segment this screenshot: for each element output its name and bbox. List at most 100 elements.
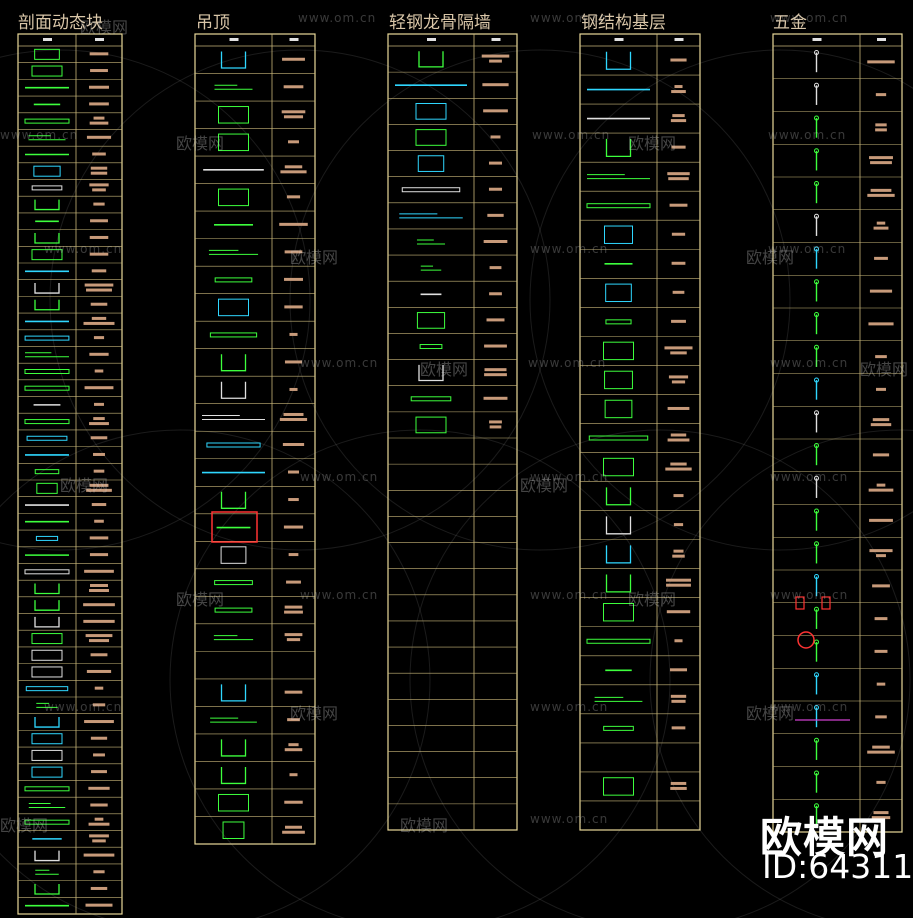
section-symbol (24, 118, 70, 124)
watermark-url: www.om.cn (770, 588, 849, 602)
description-mark (874, 256, 888, 260)
watermark-logo: 欧模网 (60, 476, 109, 495)
description-mark (666, 583, 691, 587)
description-mark (670, 781, 687, 785)
section-symbol (401, 187, 461, 193)
section-symbol (415, 129, 447, 146)
description-mark (873, 811, 889, 815)
fastener-head (814, 312, 819, 318)
description-mark (869, 518, 893, 522)
red-detail-symbol (797, 631, 815, 649)
watermark-arc (649, 429, 913, 918)
section-symbol (24, 335, 70, 341)
header-mark (229, 38, 239, 41)
description-mark (84, 569, 114, 573)
fastener-head (814, 50, 819, 56)
description-mark (89, 85, 109, 89)
watermark-logo: 欧模网 (80, 18, 129, 37)
description-mark (92, 188, 106, 192)
column-title-col4: 钢结构基层 (581, 13, 666, 33)
description-mark (487, 213, 504, 217)
description-mark (289, 773, 298, 777)
section-symbol (420, 265, 442, 271)
section-symbol (214, 580, 253, 586)
section-symbol (206, 442, 261, 448)
section-symbol (34, 616, 60, 628)
description-mark (89, 553, 109, 557)
watermark-logo: 欧模网 (420, 360, 469, 379)
description-mark (481, 54, 510, 58)
section-symbol (605, 138, 632, 157)
description-mark (286, 638, 301, 642)
description-mark (91, 316, 107, 320)
description-mark (89, 252, 109, 256)
watermark-logo: 欧模网 (176, 590, 225, 609)
description-mark (88, 822, 110, 826)
section-symbol (220, 739, 247, 757)
section-symbol (210, 717, 257, 723)
section-symbol (594, 696, 643, 702)
description-mark (669, 668, 688, 672)
description-mark (89, 422, 109, 426)
description-mark (489, 266, 502, 270)
section-symbol (34, 883, 60, 895)
description-mark (867, 193, 895, 197)
section-symbol (418, 364, 444, 382)
watermark-logo: 欧模网 (0, 816, 49, 835)
watermark-logo: 欧模网 (290, 248, 339, 267)
section-symbol (587, 174, 650, 180)
fastener-head (814, 770, 819, 776)
legend-table-col3 (387, 33, 518, 831)
description-mark (283, 115, 304, 119)
fastener-head (814, 541, 819, 547)
description-mark (94, 402, 104, 406)
section-symbol (34, 583, 60, 595)
description-mark (671, 232, 686, 236)
description-mark (668, 375, 689, 379)
description-mark (288, 743, 299, 747)
watermark-url: www.om.cn (530, 242, 609, 256)
section-symbol (28, 803, 66, 808)
legend-table-col2 (194, 33, 316, 845)
header-mark (614, 38, 624, 41)
section-symbol (410, 396, 452, 402)
section-symbol (34, 232, 60, 244)
description-mark (89, 235, 109, 239)
section-symbol (417, 155, 445, 172)
section-symbol (202, 414, 265, 420)
watermark-arc (289, 49, 791, 551)
header-mark (674, 38, 684, 41)
description-mark (89, 589, 109, 592)
description-mark (490, 135, 501, 139)
description-mark (673, 494, 684, 498)
description-mark (93, 202, 105, 206)
section-symbol (220, 684, 247, 702)
section-symbol (34, 199, 60, 211)
description-mark (92, 839, 106, 843)
section-symbol (214, 277, 253, 283)
legend-table-col5 (772, 33, 903, 833)
section-symbol (603, 603, 634, 622)
fastener-head (814, 410, 819, 416)
section-symbol (603, 341, 634, 361)
section-symbol (604, 370, 633, 390)
section-symbol (605, 574, 632, 593)
header-mark (289, 38, 299, 41)
description-mark (284, 605, 303, 609)
section-symbol (586, 203, 651, 209)
description-mark (869, 549, 893, 553)
watermark-url: www.om.cn (300, 588, 379, 602)
description-mark (91, 770, 107, 774)
description-mark (90, 886, 108, 890)
section-symbol (31, 249, 63, 261)
description-mark (90, 653, 108, 657)
watermark-arc (0, 49, 311, 551)
description-mark (483, 109, 508, 113)
watermark-url: www.om.cn (770, 356, 849, 370)
section-symbol (31, 749, 63, 761)
description-mark (872, 584, 890, 588)
header-mark (43, 38, 52, 41)
description-mark (875, 93, 887, 97)
description-mark (664, 346, 693, 350)
